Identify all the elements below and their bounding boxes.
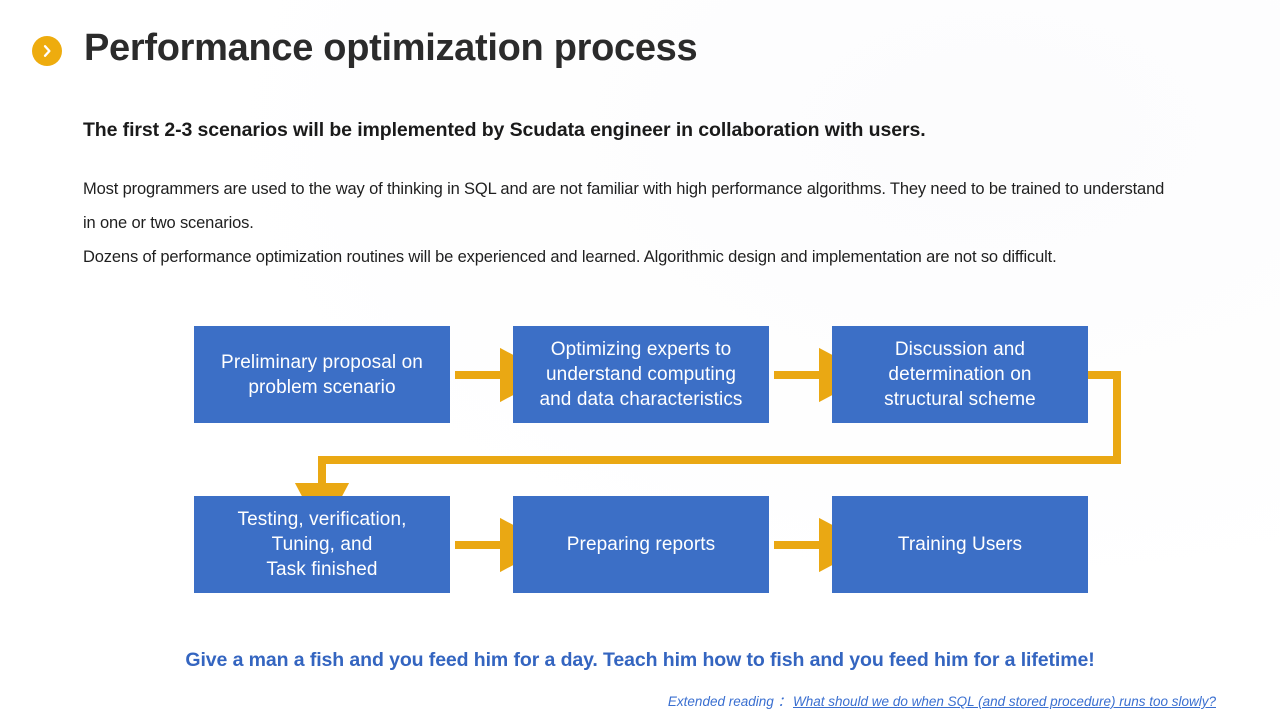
lead-statement: The first 2-3 scenarios will be implemen… xyxy=(83,119,926,141)
flow-node-optimizing-experts[interactable]: Optimizing experts to understand computi… xyxy=(513,326,769,423)
page-title: Performance optimization process xyxy=(84,27,698,69)
flow-node-label: Preparing reports xyxy=(566,534,716,555)
extended-reading: Extended reading ：What should we do when… xyxy=(668,690,1216,710)
body-paragraph-2: Dozens of performance optimization routi… xyxy=(83,248,1057,266)
closing-quote: Give a man a fish and you feed him for a… xyxy=(185,649,1095,671)
flow-node-label: Testing, verification, Tuning, and Task … xyxy=(237,509,407,580)
flow-node-testing-verification[interactable]: Testing, verification, Tuning, and Task … xyxy=(194,496,450,593)
flow-node-discussion-determination[interactable]: Discussion and determination on structur… xyxy=(832,326,1088,423)
flow-node-label: Training Users xyxy=(897,534,1023,555)
slide-header: Performance optimization process xyxy=(32,27,698,70)
flow-node-training-users[interactable]: Training Users xyxy=(832,496,1088,593)
flow-node-label: Preliminary proposal on problem scenario xyxy=(221,351,423,398)
flow-node-label: Optimizing experts to understand computi… xyxy=(539,339,743,410)
flow-node-label: Discussion and determination on structur… xyxy=(884,339,1036,410)
body-paragraph-1: Most programmers are used to the way of … xyxy=(83,180,1165,232)
flow-node-preliminary-proposal[interactable]: Preliminary proposal on problem scenario xyxy=(194,326,450,423)
flow-node-preparing-reports[interactable]: Preparing reports xyxy=(513,496,769,593)
extended-reading-link[interactable]: What should we do when SQL (and stored p… xyxy=(793,694,1216,709)
chevron-right-circle-icon xyxy=(32,35,62,66)
extended-reading-label: Extended reading ： xyxy=(667,694,792,709)
